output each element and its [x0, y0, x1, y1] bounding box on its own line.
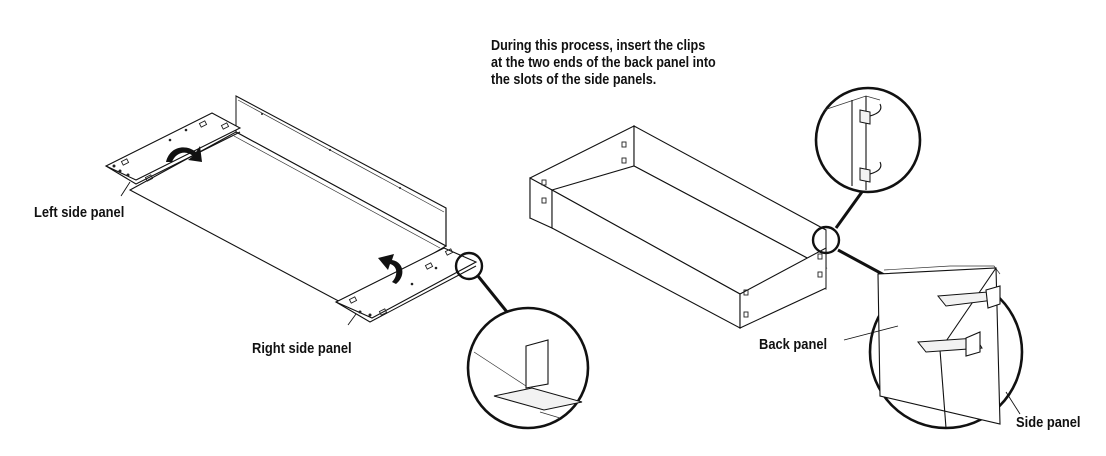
instruction-line-2: at the two ends of the back panel into	[491, 54, 716, 71]
right-side-panel-label: Right side panel	[252, 340, 352, 357]
left-side-panel-label: Left side panel	[34, 204, 125, 221]
left-side-panel-flat	[104, 112, 242, 181]
detail-marker-box	[811, 225, 841, 255]
detail-clip-top	[823, 95, 882, 190]
detail-clip-flat	[473, 339, 583, 419]
side-panel-label: Side panel	[1016, 414, 1081, 431]
instruction-line-3: the slots of the side panels.	[491, 71, 657, 88]
detail-marker-flat	[454, 251, 484, 281]
instruction-text: During this process, insert the clips at…	[491, 37, 716, 88]
back-panel-label: Back panel	[759, 336, 828, 353]
rotation-arrow-right	[378, 254, 403, 284]
flat-assembly	[104, 95, 590, 430]
box-assembly	[529, 86, 1024, 430]
detail-magnifier-top	[814, 86, 922, 194]
detail-clip-large	[877, 265, 1001, 429]
instruction-line-1: During this process, insert the clips	[491, 37, 706, 54]
rotation-arrow-left	[166, 146, 202, 162]
